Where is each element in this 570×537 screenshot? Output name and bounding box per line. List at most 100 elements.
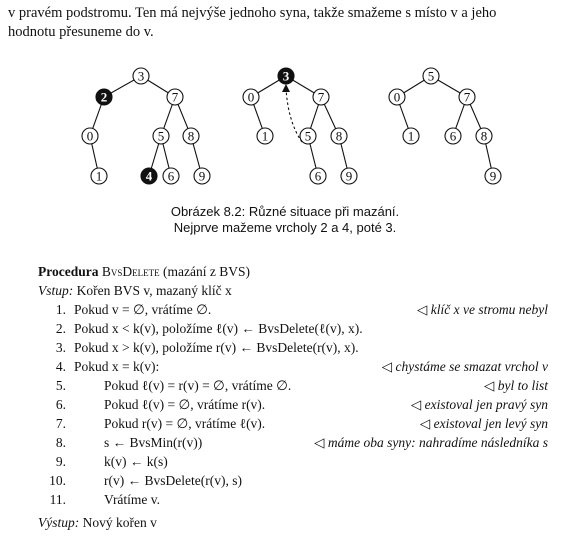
- line-comment: ◁ existoval jen pravý syn: [410, 397, 548, 412]
- tree-1-label: 6: [168, 169, 175, 184]
- tree-2-nodes: 3 0 7 1 5 8 6 9: [242, 67, 358, 185]
- line-number: 7.: [55, 416, 66, 431]
- tree-3-label: 8: [481, 129, 488, 144]
- tree-2-label: 9: [346, 169, 353, 184]
- tree-1-nodes: 3 2 7 0 5 8 1 4 6 9: [81, 67, 211, 185]
- line-number: 5.: [55, 378, 66, 393]
- tree-3-label: 5: [428, 69, 435, 84]
- line-code: Pokud v = ∅, vrátíme ∅.: [74, 302, 212, 317]
- line-number: 3.: [55, 340, 66, 355]
- tree-3-node: [458, 88, 476, 106]
- tree-3-node: [484, 167, 502, 185]
- procedure-line: 4. Pokud x = k(v): ◁ chystáme se smazat vr…: [38, 357, 548, 376]
- procedure-input: Vstup: Kořen BVS v, mazaný klíč x: [38, 281, 558, 300]
- line-code: r(v) ← BvsDelete(r(v), s): [104, 473, 242, 488]
- procedure-name: BvsDelete: [101, 264, 160, 279]
- tree-2-node-deleted: [277, 67, 295, 85]
- procedure-line: 8.s ← BvsMin(r(v))◁ máme oba syny: nahra…: [38, 433, 548, 452]
- tree-1-node: [81, 127, 99, 145]
- tree-1-label: 7: [172, 90, 179, 105]
- tree-1-node: [152, 127, 170, 145]
- line-number: 4.: [55, 359, 66, 374]
- tree-3-edges: [396, 75, 494, 177]
- tree-2-node: [242, 88, 260, 106]
- tree-3-label: 7: [464, 90, 471, 105]
- tree-1-label: 5: [158, 129, 165, 144]
- procedure-label: Procedura: [38, 264, 99, 279]
- intro-paragraph: v pravém podstromu. Ten má nejvýše jedno…: [8, 4, 568, 42]
- line-code: Pokud x < k(v), položíme ℓ(v) ← BvsDelet…: [74, 321, 363, 336]
- input-label: Vstup:: [38, 283, 74, 298]
- tree-3-label: 6: [450, 129, 457, 144]
- tree-3-node: [402, 127, 420, 145]
- procedure-line: 1. Pokud v = ∅, vrátíme ∅. ◁ klíč x ve str…: [38, 300, 548, 319]
- tree-2-node: [340, 167, 358, 185]
- line-number: 1.: [55, 302, 66, 317]
- tree-1-label: 8: [188, 129, 195, 144]
- line-number: 10.: [49, 473, 66, 488]
- tree-2-label: 0: [248, 90, 255, 105]
- figure-caption-line-1: Obrázek 8.2: Různé situace při mazání.: [170, 204, 400, 219]
- intro-line-1: v pravém podstromu. Ten má nejvýše jedno…: [8, 5, 497, 21]
- tree-2-node: [330, 127, 348, 145]
- line-code: Pokud ℓ(v) = ∅, vrátíme r(v).: [104, 397, 266, 412]
- line-number: 6.: [55, 397, 66, 412]
- tree-2-label: 3: [283, 69, 290, 84]
- tree-3-node: [475, 127, 493, 145]
- tree-2-label: 5: [305, 129, 312, 144]
- tree-1-node: [132, 67, 150, 85]
- procedure-line: 7. Pokud r(v) = ∅, vrátíme ℓ(v). ◁ existov…: [38, 414, 548, 433]
- line-code: k(v) ← k(s): [104, 454, 168, 469]
- tree-1-node: [193, 167, 211, 185]
- tree-1-label: 3: [138, 69, 145, 84]
- line-code: Pokud x = k(v):: [74, 359, 160, 374]
- line-number: 11.: [49, 492, 66, 507]
- tree-2-label: 7: [318, 90, 325, 105]
- tree-1-label: 1: [96, 169, 103, 184]
- tree-1-label: 4: [146, 169, 153, 184]
- figure-caption-line-2: Nejprve mažeme vrcholy 2 a 4, poté 3.: [173, 220, 397, 235]
- tree-2-node: [256, 127, 274, 145]
- procedure-heading: Procedura BvsDelete (mazání z BVS): [38, 262, 558, 281]
- output-text: Nový kořen v: [82, 515, 157, 530]
- line-code: Pokud r(v) = ∅, vrátíme ℓ(v).: [104, 416, 266, 431]
- line-number: 9.: [55, 454, 66, 469]
- tree-3-node: [422, 67, 440, 85]
- line-code: Vrátíme v.: [104, 492, 161, 507]
- tree-2-edges: [250, 75, 350, 177]
- procedure-line: 5.Pokud ℓ(v) = r(v) = ∅, vrátíme ∅.◁ byl…: [38, 376, 548, 395]
- tree-2-label: 1: [262, 129, 269, 144]
- line-comment: ◁ chystáme se smazat vrchol v: [381, 359, 548, 374]
- tree-2-label: 8: [336, 129, 343, 144]
- tree-figure: 3 2 7 0 5 8 1 4 6 9 3 0 7: [81, 67, 502, 185]
- procedure-desc: (mazání z BVS): [163, 264, 250, 279]
- procedure-line: 9. k(v) ← k(s): [38, 452, 548, 471]
- tree-2-node: [299, 127, 317, 145]
- move-arrow: [285, 87, 303, 143]
- tree-2-node: [312, 88, 330, 106]
- tree-3-label: 9: [490, 169, 497, 184]
- tree-1-node: [90, 167, 108, 185]
- tree-3-node: [444, 127, 462, 145]
- procedure-line: 2. Pokud x < k(v), položíme ℓ(v) ← BvsDel…: [38, 319, 548, 338]
- intro-line-2: hodnotu přesuneme do v.: [8, 24, 154, 40]
- tree-2-node: [309, 167, 327, 185]
- line-number: 2.: [55, 321, 66, 336]
- procedure-line: 11. Vrátíme v.: [38, 490, 548, 509]
- input-text: Kořen BVS v, mazaný klíč x: [76, 283, 232, 298]
- tree-1-node: [166, 88, 184, 106]
- procedure-line: 10. r(v) ← BvsDelete(r(v), s): [38, 471, 548, 490]
- procedure-output: Výstup: Nový kořen v: [38, 513, 558, 532]
- line-comment: ◁ klíč x ve stromu nebyl: [417, 302, 548, 317]
- arrow-head-icon: [282, 84, 290, 92]
- line-code: s ← BvsMin(r(v)): [104, 435, 203, 450]
- line-code: Pokud ℓ(v) = r(v) = ∅, vrátíme ∅.: [104, 378, 292, 393]
- line-comment: ◁ máme oba syny: nahradíme následníka s: [314, 435, 548, 450]
- tree-1-node: [162, 167, 180, 185]
- tree-2-label: 6: [315, 169, 322, 184]
- tree-3-nodes: 5 0 7 1 6 8 9: [388, 67, 502, 185]
- line-comment: ◁ existoval jen levý syn: [419, 416, 548, 431]
- line-code: Pokud x > k(v), položíme r(v) ← BvsDelet…: [74, 340, 359, 355]
- tree-3-label: 1: [408, 129, 415, 144]
- output-label: Výstup:: [38, 515, 80, 530]
